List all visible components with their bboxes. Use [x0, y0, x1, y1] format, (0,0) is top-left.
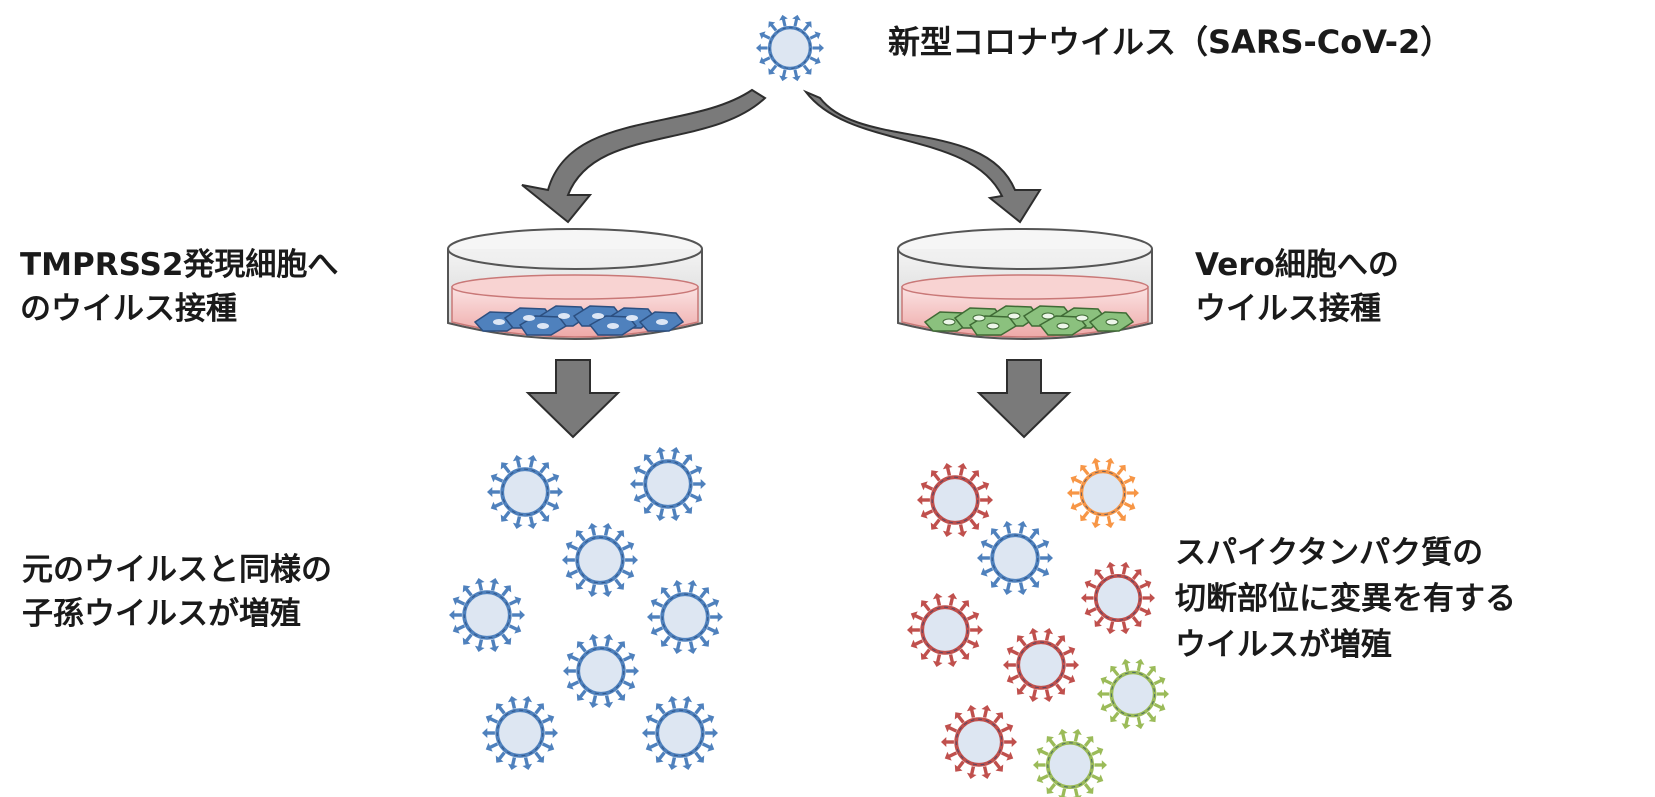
left-progeny-virus-icon	[482, 695, 558, 771]
left-progeny-virus-icon	[563, 633, 639, 709]
left-progeny-virus-icon	[449, 577, 525, 653]
right-progeny-virus-icon	[977, 520, 1053, 596]
right-progeny-virus-icon	[1067, 457, 1139, 529]
left-dish-label-line-1: TMPRSS2発現細胞へ	[20, 247, 339, 283]
curved-arrow-left-icon	[521, 88, 767, 224]
right-progeny-virus-icon	[1033, 728, 1107, 797]
right-progeny-virus-icon	[1081, 561, 1155, 635]
right-result-label-line-1: スパイクタンパク質の	[1175, 535, 1484, 571]
right-result-label-line-2: 切断部位に変異を有する	[1175, 581, 1516, 617]
left-progeny-virus-icon	[487, 454, 563, 530]
right-progeny-virus-icon	[1097, 658, 1169, 730]
left-progeny-virus-icon	[642, 695, 718, 771]
left-result-label-line-2: 子孫ウイルスが増殖	[22, 596, 301, 632]
left-progeny-virus-icon	[647, 579, 723, 655]
left-progeny-virus-icon	[630, 446, 706, 522]
left-dish-label-line-2: のウイルス接種	[20, 291, 237, 327]
left-result-label: 元のウイルスと同様の 子孫ウイルスが増殖	[22, 548, 332, 636]
right-progeny-virus-icon	[907, 592, 983, 668]
left-result-label-line-1: 元のウイルスと同様の	[22, 552, 332, 588]
arrow-down-left-icon	[525, 359, 621, 439]
right-dish-label: Vero細胞への ウイルス接種	[1195, 243, 1399, 331]
petri-dish-left	[447, 228, 703, 340]
right-progeny-virus-icon	[917, 462, 993, 538]
right-result-label: スパイクタンパク質の 切断部位に変異を有する ウイルスが増殖	[1175, 530, 1516, 668]
virus-group	[449, 14, 1169, 797]
right-progeny-virus-icon	[1003, 627, 1079, 703]
right-progeny-virus-icon	[941, 704, 1017, 780]
arrow-down-right-icon	[976, 359, 1072, 439]
left-dish-label: TMPRSS2発現細胞へ のウイルス接種	[20, 243, 338, 331]
source-virus-icon	[756, 14, 824, 82]
petri-dish-right	[897, 228, 1153, 340]
right-dish-label-line-2: ウイルス接種	[1195, 291, 1381, 327]
curved-arrow-right-icon	[802, 89, 1042, 224]
right-dish-label-line-1: Vero細胞への	[1195, 247, 1399, 283]
right-result-label-line-3: ウイルスが増殖	[1175, 627, 1392, 663]
left-progeny-virus-icon	[562, 522, 638, 598]
virus-title: 新型コロナウイルス（SARS-CoV-2）	[888, 23, 1453, 61]
